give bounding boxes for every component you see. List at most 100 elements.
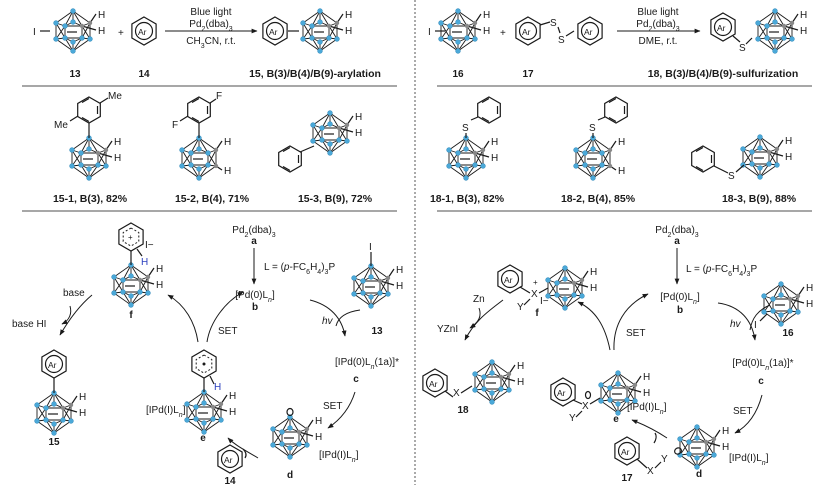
- boron-node: [196, 146, 202, 152]
- boron-node: [446, 163, 452, 169]
- boron-node: [481, 386, 487, 392]
- hydrogen-label: H: [517, 377, 524, 388]
- arrow-16-in: [749, 304, 771, 331]
- boron-node: [145, 290, 151, 296]
- boron-node: [438, 36, 444, 42]
- ar-label: Ar: [224, 455, 233, 465]
- boron-node: [472, 371, 478, 377]
- product-15-label: 15: [48, 437, 60, 448]
- carbon-node: [79, 23, 85, 29]
- boron-node: [694, 464, 700, 470]
- hydrogen-label: H: [785, 152, 792, 163]
- carborane-18-mech: HH: [472, 359, 524, 405]
- hydrogen-label: H: [590, 283, 597, 294]
- boron-node: [463, 175, 469, 181]
- hydrogen-label: H: [114, 137, 121, 148]
- boron-node: [554, 292, 560, 298]
- example-label: 15-3, B(9), 72%: [298, 193, 373, 205]
- boron-node: [447, 35, 453, 41]
- carbon-node: [304, 426, 310, 432]
- right-scheme: I + Ar S S Ar Blue light Pd2(dba)3 DME, …: [428, 7, 798, 80]
- boron-node: [336, 137, 342, 143]
- sulfur-label: S: [739, 43, 746, 54]
- hv-label: hv: [730, 319, 742, 330]
- boron-node: [218, 417, 224, 423]
- pd0-label: [Pd(0)Ln]: [660, 292, 700, 306]
- ar-label: Ar: [138, 27, 147, 37]
- carbon-node: [103, 147, 109, 153]
- boron-node: [210, 416, 216, 422]
- boron-node: [711, 452, 717, 458]
- example-label: 15-2, B(4), 71%: [175, 193, 250, 205]
- x-label: X: [647, 466, 654, 477]
- boron-node: [128, 293, 134, 299]
- carbon-node: [60, 405, 66, 411]
- boron-node: [334, 36, 340, 42]
- hydrogen-label: H: [156, 280, 163, 291]
- boron-node: [579, 293, 585, 299]
- boron-node: [368, 294, 374, 300]
- boron-node: [694, 455, 700, 461]
- boron-node: [34, 402, 40, 408]
- y-label: Y: [661, 454, 668, 465]
- boron-node: [590, 166, 596, 172]
- carbon-node: [607, 147, 613, 153]
- boron-node: [607, 397, 613, 403]
- ar-label: Ar: [584, 27, 593, 37]
- boron-node: [327, 150, 333, 156]
- boron-node: [287, 445, 293, 451]
- boron-node: [86, 146, 92, 152]
- boron-node: [447, 23, 453, 29]
- boron-node: [51, 421, 57, 427]
- species-b-label: b: [252, 302, 258, 313]
- boron-node: [196, 166, 202, 172]
- example-label: 18-3, B(9), 88%: [722, 193, 797, 205]
- boron-node: [86, 175, 92, 181]
- carbon-node: [336, 125, 342, 131]
- boron-node: [694, 424, 700, 430]
- boron-node: [326, 35, 332, 41]
- boron-node: [95, 162, 101, 168]
- carbon-node: [498, 374, 504, 380]
- boron-node: [489, 370, 495, 376]
- carborane-e: HH: [184, 389, 236, 435]
- boron-node: [562, 296, 568, 302]
- carbon-node: [334, 20, 340, 26]
- hydrogen-label: H: [800, 10, 807, 21]
- boron-node: [327, 110, 333, 116]
- base-label: base: [63, 288, 85, 299]
- boron-node: [778, 281, 784, 287]
- boron-node: [69, 147, 75, 153]
- sulfur-label: S: [558, 35, 565, 46]
- boron-node: [757, 145, 763, 151]
- boron-node: [607, 385, 613, 391]
- set-label: SET: [626, 328, 645, 339]
- sulfur-label: S: [728, 171, 735, 182]
- pd0-label: [Pd(0)Ln]: [235, 290, 275, 304]
- hydrogen-label: H: [483, 10, 490, 21]
- iodo-label: I: [428, 27, 431, 38]
- plus-sign: +: [118, 28, 124, 39]
- boron-node: [571, 292, 577, 298]
- boron-node: [279, 441, 285, 447]
- boron-node: [772, 39, 778, 45]
- iodo-label: I: [33, 27, 36, 38]
- boron-node: [51, 401, 57, 407]
- boron-node: [764, 35, 770, 41]
- hydrogen-label: H: [98, 26, 105, 37]
- carborane-15: HH: [300, 8, 352, 54]
- boron-node: [789, 36, 795, 42]
- boron-node: [573, 147, 579, 153]
- cond-light: Blue light: [637, 7, 678, 18]
- hydrogen-label: H: [224, 137, 231, 148]
- boron-node: [53, 36, 59, 42]
- iodide-label: I−: [145, 240, 154, 251]
- arrow-13-in: [335, 309, 361, 327]
- carbon-node: [480, 147, 486, 153]
- boron-node: [62, 23, 68, 29]
- boron-node: [757, 174, 763, 180]
- carbon-node: [218, 401, 224, 407]
- species-f-label: f: [129, 310, 133, 321]
- carbon-node: [766, 149, 772, 155]
- product-18-label: 18, B(3)/B(4)/B(9)-sulfurization: [648, 68, 799, 80]
